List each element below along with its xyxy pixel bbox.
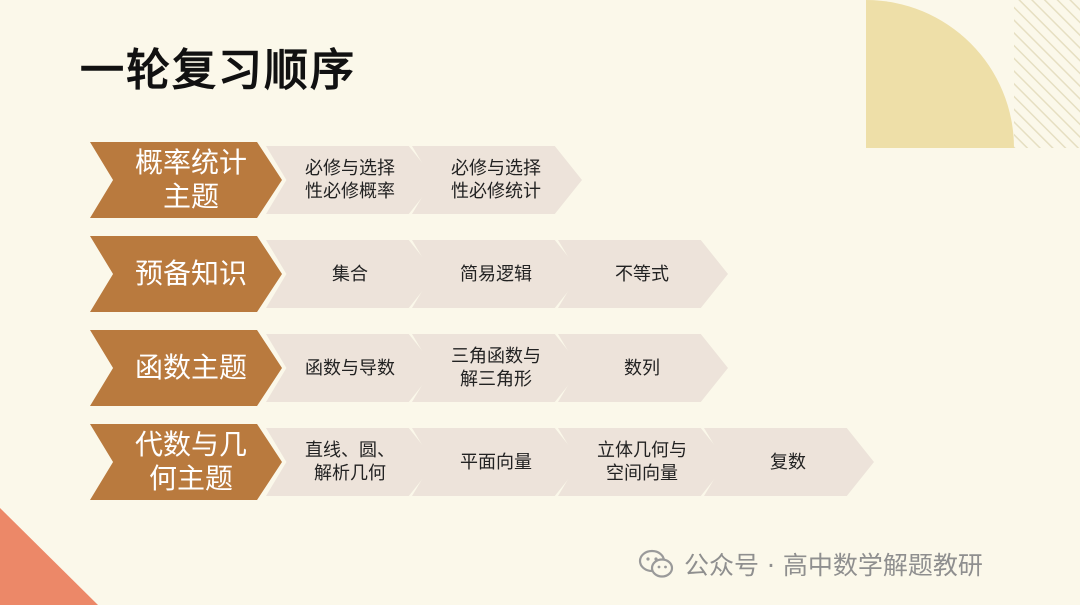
deco-hatched-block bbox=[1014, 0, 1080, 148]
row-head-label: 主题 bbox=[162, 180, 219, 213]
row-head-chevron: 函数主题 bbox=[90, 330, 282, 406]
row-head-label: 概率统计 bbox=[134, 146, 247, 179]
step-label: 解析几何 bbox=[314, 463, 386, 484]
deco-quarter-circle bbox=[866, 0, 1014, 148]
step-chevron: 立体几何与空间向量 bbox=[558, 428, 728, 496]
row-head-chevron: 概率统计主题 bbox=[90, 142, 282, 218]
step-label: 数列 bbox=[624, 357, 660, 379]
step-chevron: 必修与选择性必修概率 bbox=[266, 146, 436, 214]
step-chevron: 不等式 bbox=[558, 240, 728, 308]
step-label: 复数 bbox=[770, 451, 806, 473]
page-title: 一轮复习顺序 bbox=[80, 45, 356, 96]
step-label: 不等式 bbox=[615, 263, 669, 285]
step-chevron: 函数与导数 bbox=[266, 334, 436, 402]
step-label: 平面向量 bbox=[460, 451, 532, 473]
step-label: 必修与选择 bbox=[305, 158, 395, 179]
step-label: 三角函数与 bbox=[451, 346, 541, 367]
step-label: 解三角形 bbox=[460, 369, 532, 390]
step-chevron: 复数 bbox=[704, 428, 874, 496]
step-label: 集合 bbox=[332, 263, 368, 285]
step-label: 空间向量 bbox=[606, 463, 678, 484]
row-head-label: 代数与几 bbox=[134, 428, 247, 461]
step-chevron: 简易逻辑 bbox=[412, 240, 582, 308]
step-label: 性必修统计 bbox=[451, 181, 541, 202]
step-chevron: 必修与选择性必修统计 bbox=[412, 146, 582, 214]
step-chevron: 平面向量 bbox=[412, 428, 582, 496]
step-label: 性必修概率 bbox=[305, 181, 395, 202]
step-label: 必修与选择 bbox=[451, 158, 541, 179]
watermark-text: 公众号 · 高中数学解题教研 bbox=[684, 551, 983, 580]
row-head-label: 预备知识 bbox=[134, 257, 247, 290]
step-label: 立体几何与 bbox=[597, 440, 687, 461]
step-label: 直线、圆、 bbox=[305, 440, 395, 461]
row-head-chevron: 预备知识 bbox=[90, 236, 282, 312]
wechat-icon bbox=[638, 549, 674, 578]
step-label: 简易逻辑 bbox=[460, 263, 532, 285]
step-chevron: 集合 bbox=[266, 240, 436, 308]
row-head-chevron: 代数与几何主题 bbox=[90, 424, 282, 500]
deco-corner-triangle bbox=[0, 508, 98, 605]
watermark: 公众号 · 高中数学解题教研 bbox=[638, 546, 983, 582]
row-head-label: 函数主题 bbox=[134, 351, 247, 384]
step-chevron: 三角函数与解三角形 bbox=[412, 334, 582, 402]
step-chevron: 数列 bbox=[558, 334, 728, 402]
step-chevron: 直线、圆、解析几何 bbox=[266, 428, 436, 496]
step-label: 函数与导数 bbox=[305, 357, 395, 379]
row-head-label: 何主题 bbox=[148, 462, 233, 495]
